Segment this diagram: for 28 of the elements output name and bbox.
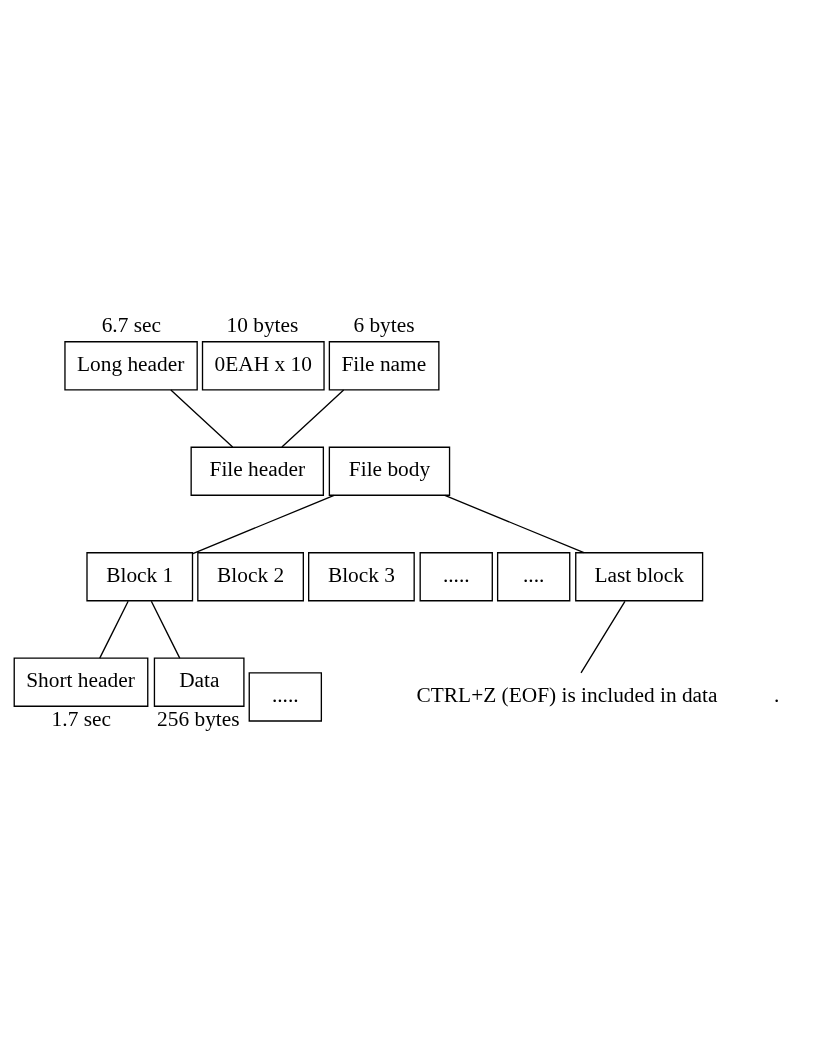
node-box: Short header (13, 657, 149, 707)
node-label: 10 bytes (226, 313, 299, 338)
node-label: 1.7 sec (51, 707, 111, 732)
node-box: Long header (64, 341, 198, 391)
label: . (774, 683, 780, 708)
node-box: Block 2 (197, 552, 304, 602)
node-text: CTRL+Z (EOF) is included in data (416, 683, 718, 708)
node-label: 256 bytes (157, 707, 240, 732)
connector (444, 494, 585, 554)
node-box: Block 1 (86, 552, 194, 602)
node-box: Data (153, 657, 245, 707)
node-box: Last block (575, 552, 704, 602)
connector (150, 600, 181, 659)
node-box: 0EAH x 10 (201, 341, 325, 391)
node-box: ..... (419, 552, 493, 602)
connector (580, 600, 626, 674)
connector (281, 389, 345, 448)
node-label: 6.7 sec (101, 313, 161, 338)
node-box: File name (328, 341, 440, 391)
connector (170, 389, 234, 448)
node-box: ..... (248, 672, 323, 722)
node-box: Block 3 (308, 552, 415, 602)
node-box: .... (496, 552, 571, 602)
node-label: 6 bytes (353, 313, 415, 338)
node-box: File header (190, 446, 325, 496)
connector (99, 600, 129, 659)
node-box: File body (328, 446, 451, 496)
connector (192, 494, 335, 555)
